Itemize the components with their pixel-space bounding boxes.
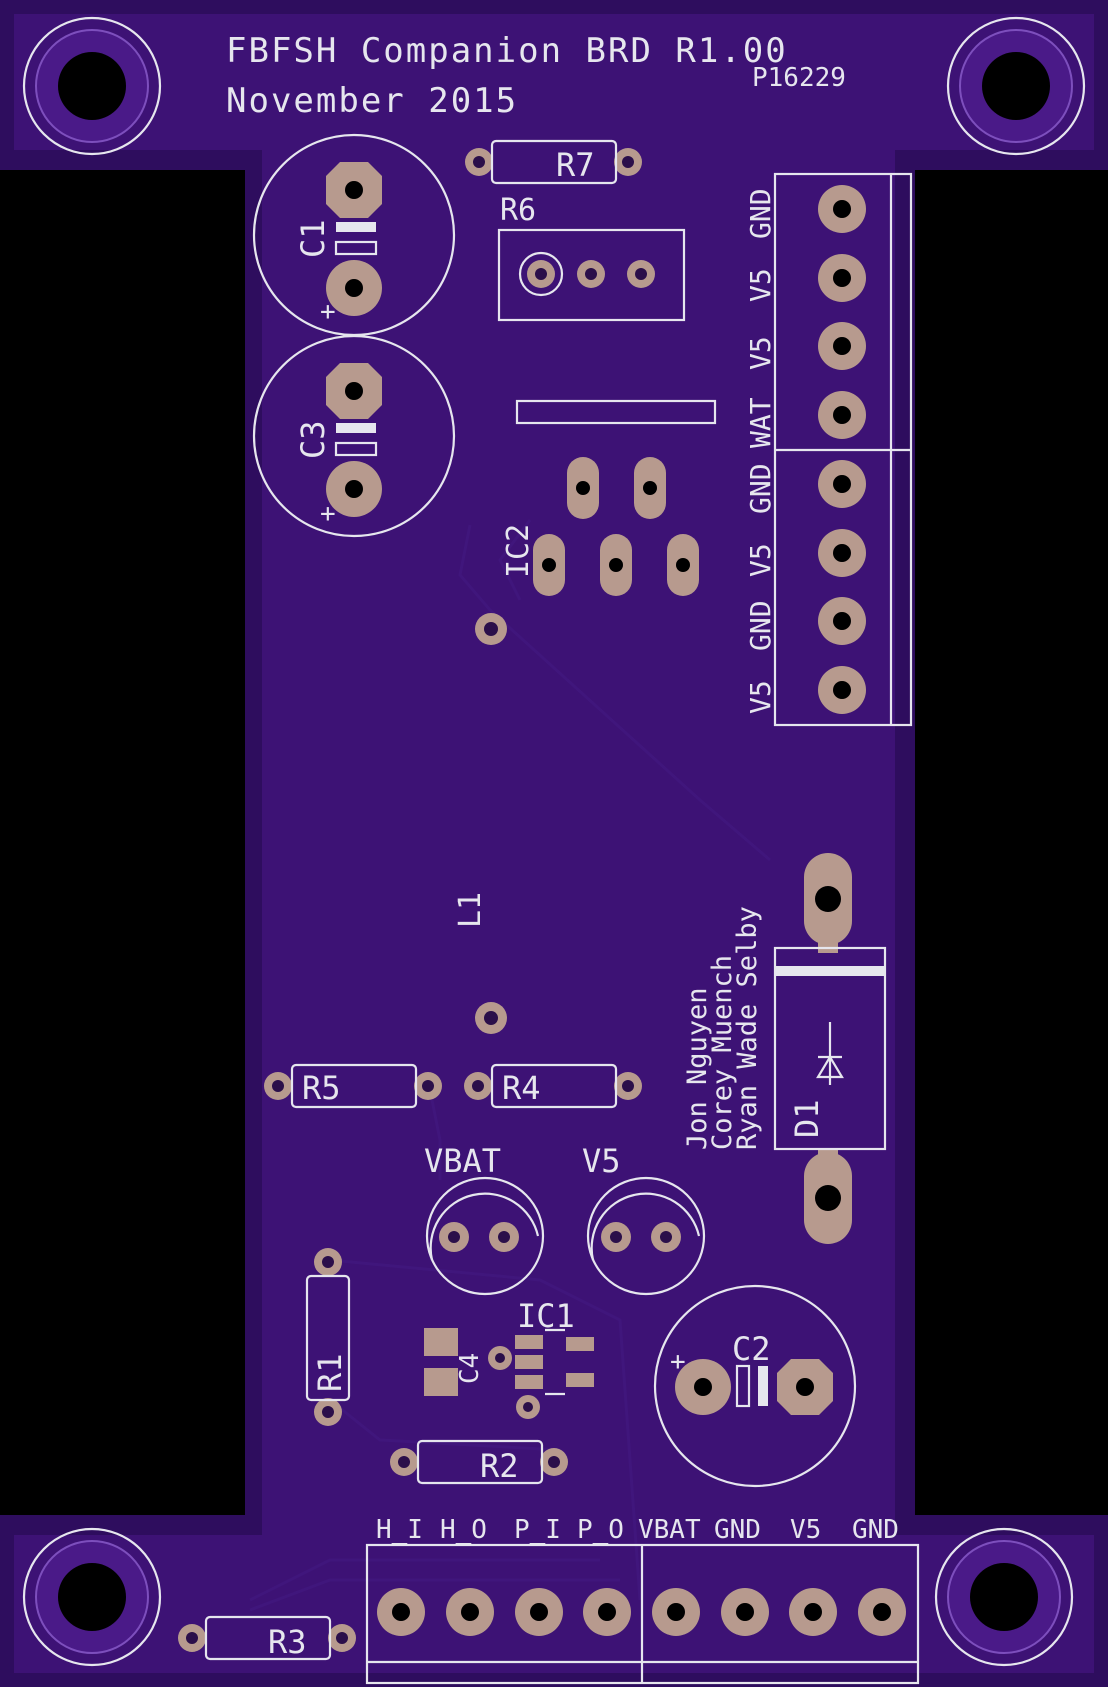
right-pin-label-4: WAT — [744, 397, 777, 448]
label-r4: R4 — [502, 1069, 541, 1107]
label-r3: R3 — [268, 1623, 307, 1661]
bottom-pin-label-1: H_I — [376, 1515, 423, 1545]
bottom-pin-label-4: P_O — [577, 1515, 624, 1545]
label-d1: D1 — [788, 1099, 826, 1138]
bottom-pin-label-7: V5 — [790, 1515, 821, 1545]
label-ic1: IC1 — [517, 1297, 575, 1335]
credit-line-2: Corey Muench — [707, 955, 738, 1150]
mounting-hole-bottom-right — [934, 1527, 1074, 1667]
led-vbat: VBAT — [424, 1142, 545, 1296]
label-r2: R2 — [480, 1447, 519, 1485]
capacitor-c2: C2 + — [653, 1284, 857, 1488]
capacitor-c1: C1 + — [252, 133, 456, 337]
polarity-c2: + — [670, 1347, 686, 1377]
mounting-hole-top-left — [22, 16, 162, 156]
label-r7: R7 — [556, 146, 595, 184]
polarity-c1: + — [320, 297, 336, 327]
right-pin-label-7: GND — [744, 600, 777, 651]
label-c1: C1 — [294, 219, 332, 258]
label-ic2: IC2 — [501, 524, 536, 578]
resistor-r3: R3 — [178, 1615, 356, 1661]
bottom-header-connector: H_I H_O P_I P_O VBAT GND V5 GND — [365, 1515, 920, 1685]
mounting-hole-top-right — [946, 16, 1086, 156]
right-pin-label-8: V5 — [744, 680, 777, 714]
right-header-pins — [818, 185, 866, 714]
polarity-c3: + — [320, 499, 336, 529]
right-pin-label-3: V5 — [744, 336, 777, 370]
right-header-connector: GND V5 V5 WAT GND V5 GND V5 — [744, 172, 913, 727]
right-pin-label-5: GND — [744, 463, 777, 514]
regulator-ic2: IC2 — [475, 399, 717, 645]
label-c4: C4 — [455, 1353, 485, 1384]
label-c3: C3 — [294, 420, 332, 459]
trimmer-r6: R6 — [497, 193, 686, 322]
ic-ic1: IC1 — [488, 1297, 594, 1419]
credit-line-3: Ryan Wade Selby — [732, 906, 763, 1150]
bottom-pin-label-5: VBAT — [638, 1515, 701, 1545]
inductor-l1: L1 — [453, 892, 507, 1034]
resistor-r1: R1 — [305, 1248, 351, 1426]
led-v5: V5 — [582, 1142, 706, 1296]
resistor-r7: R7 — [465, 139, 642, 185]
resistor-r2: R2 — [390, 1439, 568, 1485]
mounting-hole-bottom-left — [22, 1527, 162, 1667]
capacitor-c4: C4 — [424, 1328, 485, 1396]
label-l1: L1 — [453, 892, 488, 928]
copper-traces — [249, 519, 771, 1612]
part-number: P16229 — [752, 63, 846, 93]
label-v5-led: V5 — [582, 1142, 621, 1180]
board-title: FBFSH Companion BRD R1.00 — [226, 31, 788, 71]
label-vbat: VBAT — [424, 1142, 501, 1180]
capacitor-c3: C3 + — [252, 334, 456, 538]
label-r1: R1 — [311, 1353, 349, 1392]
right-pin-label-1: GND — [744, 188, 777, 239]
resistor-r5: R5 — [264, 1063, 442, 1109]
board-date: November 2015 — [226, 81, 518, 121]
label-c2: C2 — [732, 1330, 771, 1368]
bottom-pin-label-2: H_O — [440, 1515, 487, 1545]
label-r6: R6 — [500, 193, 536, 228]
diode-d1: D1 — [773, 853, 887, 1244]
bottom-header-pins — [377, 1588, 906, 1636]
resistor-r4: R4 — [464, 1063, 642, 1109]
right-pin-label-2: V5 — [744, 268, 777, 302]
bottom-pin-label-6: GND — [714, 1515, 761, 1545]
right-pin-label-6: V5 — [744, 543, 777, 577]
bottom-pin-label-8: GND — [852, 1515, 899, 1545]
credit-line-1: Jon Nguyen — [682, 987, 713, 1150]
bottom-pin-label-3: P_I — [514, 1515, 561, 1545]
label-r5: R5 — [302, 1069, 341, 1107]
